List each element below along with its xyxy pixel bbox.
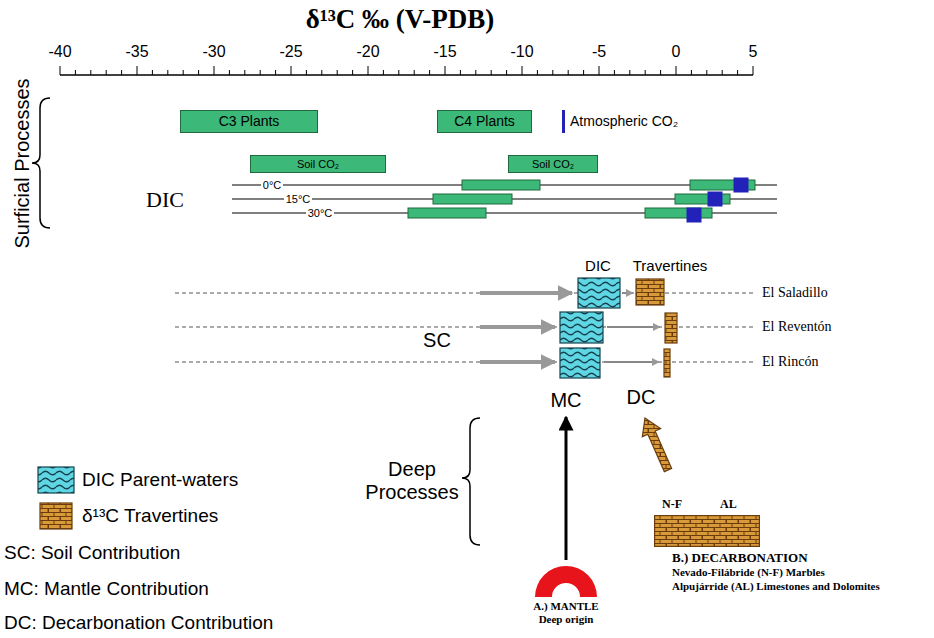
- dashed-line: [175, 293, 755, 294]
- axis-tick-label: -5: [592, 43, 606, 61]
- dic-bars: [408, 180, 755, 218]
- mantle-arrow: [565, 417, 568, 560]
- caption-text: A.) MANTLE: [533, 600, 598, 613]
- axis-tick-label: -15: [433, 43, 456, 61]
- axis-tick-label: -35: [125, 43, 148, 61]
- chart-title: δ¹³C ‰ (V-PDB): [306, 4, 495, 35]
- dic-box: [560, 348, 600, 378]
- box-label: Soil CO₂: [532, 158, 574, 171]
- legend-text: δ¹³C Travertines: [82, 505, 218, 527]
- atm-squares: [687, 178, 749, 223]
- sample-rows: [175, 278, 755, 378]
- decarbonation-arrow: [642, 418, 671, 472]
- contribution-label: DC: [627, 386, 656, 409]
- dic-box: [578, 278, 620, 308]
- contribution-label: SC: [423, 329, 451, 352]
- mantle-arch: [526, 562, 606, 598]
- axis-ticks: [60, 66, 753, 75]
- axis-tick-label: -10: [510, 43, 533, 61]
- plant-range-box: C3 Plants: [180, 110, 318, 133]
- brick-fill: [655, 516, 760, 547]
- contribution-label: MC: [550, 389, 581, 412]
- column-heading: Travertines: [633, 257, 707, 274]
- axis-tick-label: -30: [202, 43, 225, 61]
- series-label: Atmospheric CO₂: [570, 113, 678, 129]
- small-arrow: [622, 292, 633, 294]
- caption-text: Nevado-Filábride (N-F) Marbles: [672, 566, 825, 579]
- legend-text: DIC Parent-waters: [82, 469, 238, 491]
- caption-text: Alpujárride (AL) Limestones and Dolomite…: [672, 580, 880, 593]
- column-heading: DIC: [585, 257, 611, 274]
- axis-tick-label: -40: [48, 43, 71, 61]
- axis-tick-label: -20: [356, 43, 379, 61]
- bracket: [32, 98, 50, 228]
- brick-outline: [654, 515, 760, 547]
- site-name: El Reventón: [762, 319, 832, 335]
- group-label: Deep Processes: [362, 458, 462, 504]
- decarbonation-block: N-FALB.) DECARBONATIONNevado-Filábride (…: [654, 515, 760, 547]
- axis-tick-label: -25: [279, 43, 302, 61]
- soil-co2-box: Soil CO₂: [250, 155, 386, 173]
- legend-text: MC: Mantle Contribution: [4, 578, 209, 600]
- small-arrow: [607, 326, 660, 328]
- plant-range-box: C4 Plants: [437, 110, 532, 133]
- soil-co2-box: Soil CO₂: [508, 155, 598, 173]
- atmospheric-co2-bar: [562, 110, 565, 133]
- axis-tick-label: 5: [749, 43, 758, 61]
- small-arrow: [604, 361, 659, 363]
- caption-text: Deep origin: [539, 613, 594, 626]
- axis-line: [60, 74, 753, 76]
- soil-arrow: [480, 291, 572, 295]
- dic-box: [560, 312, 603, 343]
- axis-tick-label: 0: [672, 43, 681, 61]
- unit-label: AL: [720, 498, 737, 512]
- box-label: C4 Plants: [454, 113, 515, 129]
- site-name: El Saladillo: [762, 285, 828, 301]
- box-label: C3 Plants: [219, 113, 280, 129]
- row-heading: DIC: [146, 187, 184, 212]
- temperature-label: 15°C: [284, 193, 313, 206]
- soil-arrow: [480, 325, 555, 329]
- legend-swatch: [40, 503, 72, 529]
- mantle-arch-shape: [535, 566, 597, 597]
- temperature-label: 0°C: [261, 179, 283, 192]
- legend-swatch: [38, 467, 74, 493]
- unit-label: N-F: [662, 498, 682, 512]
- bracket: [462, 418, 480, 545]
- travertine-box: [636, 279, 664, 305]
- box-label: Soil CO₂: [297, 158, 339, 171]
- temperature-label: 30°C: [306, 207, 335, 220]
- group-label: Surficial Processes: [11, 78, 34, 248]
- travertine-box: [664, 349, 670, 377]
- legend-text: SC: Soil Contribution: [4, 542, 180, 564]
- site-name: El Rincón: [762, 354, 818, 370]
- legend-text: DC: Decarbonation Contribution: [4, 612, 273, 634]
- soil-arrow: [480, 360, 555, 364]
- caption-text: B.) DECARBONATION: [672, 551, 808, 566]
- mantle-source: A.) MANTLEDeep origin: [526, 562, 606, 625]
- travertine-box: [665, 313, 677, 343]
